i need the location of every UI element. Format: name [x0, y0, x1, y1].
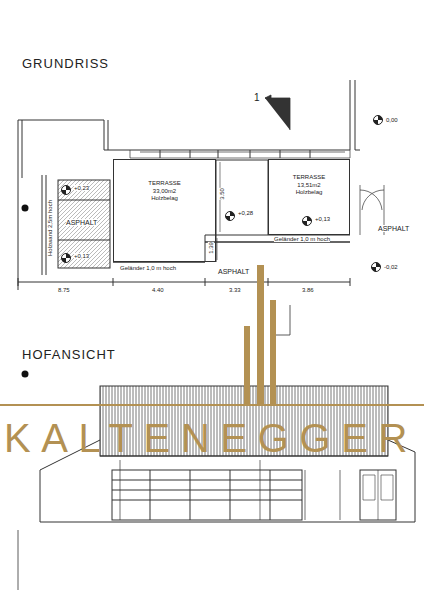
terrace-label: TERRASSE 33,00m2 Holzbelag [143, 178, 187, 205]
surface-label: ASPHALT [218, 268, 249, 275]
surface-label: ASPHALT [66, 219, 97, 226]
level-markers [62, 116, 383, 272]
terrace-area: TERRASSE 33,00m2 Holzbelag [113, 159, 216, 262]
railing-note: Geländer 1,0 m hoch [274, 236, 330, 242]
logo-watermark [0, 265, 424, 406]
dimension: 3.50 [219, 188, 225, 200]
level-value: +0,13 [74, 253, 89, 259]
wall-note: Holzwand 2,5m hoch [47, 200, 53, 256]
level-value: 0,00 [386, 117, 398, 123]
dimension: 3.33 [229, 287, 241, 293]
level-value: +0,13 [315, 216, 330, 222]
level-value: -0,02 [384, 264, 398, 270]
surface-label: ASPHALT [378, 225, 409, 232]
floor-plan [18, 80, 384, 335]
level-value: +0,28 [238, 210, 253, 216]
watermark-text: KALTENEGGER [4, 418, 418, 458]
terrace-area: TERRASSE 13,51m2 Holzbelag [268, 159, 350, 235]
dimension: 8.75 [58, 287, 70, 293]
section-marker: 1 [254, 93, 260, 103]
courtyard-elevation [18, 386, 415, 590]
level-value: +0,23 [74, 185, 89, 191]
terrace-label: TERRASSE 13,51m2 Holzbelag [289, 172, 329, 199]
dimension: 3.86 [302, 287, 314, 293]
dimension: 1.39 [208, 242, 214, 254]
plan-title: GRUNDRISS [22, 57, 109, 70]
dimension: 4.40 [152, 287, 164, 293]
view-title: HOFANSICHT [22, 348, 116, 361]
railing-note: Geländer 1,0 m hoch [120, 265, 176, 271]
